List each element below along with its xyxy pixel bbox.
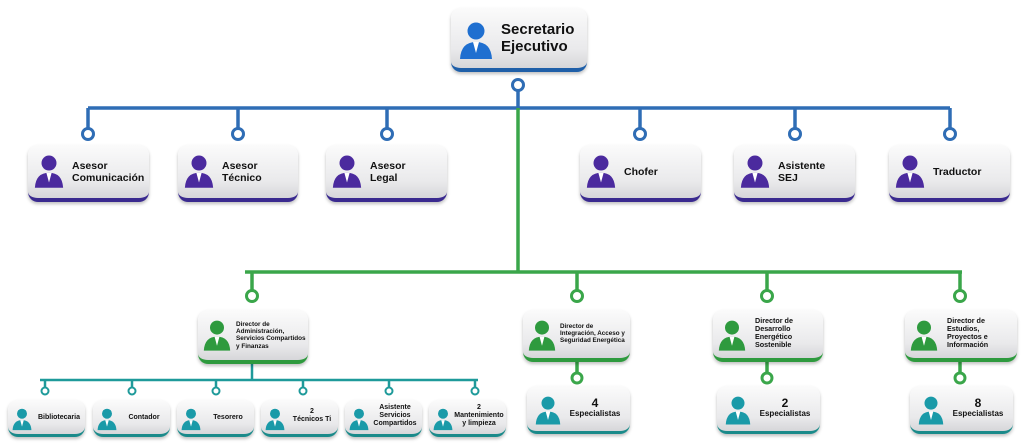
asistente-sej-card[interactable]: Asistente SEJ [734, 145, 855, 202]
advisor-label: Asesor Comunicación [72, 160, 145, 185]
specialists-label: 2 Especialistas [755, 396, 815, 419]
director-label: Director de Administración, Servicios Co… [236, 321, 306, 350]
person-icon [895, 155, 925, 188]
person-icon [184, 155, 214, 188]
director-integracion-card[interactable]: Director de Integración, Acceso y Seguri… [523, 310, 630, 362]
advisor-label: Traductor [933, 166, 982, 179]
teal-connectors [40, 362, 478, 388]
person-icon [535, 396, 561, 425]
specialists-count: 8 [974, 396, 982, 410]
blue-connector-rings [81, 78, 957, 141]
root-title-line1: Secretario [501, 21, 575, 38]
advisor-label-line2: Técnico [222, 171, 262, 184]
staff-label: 2 Técnicos Ti [287, 408, 337, 424]
specialists-label: 8 Especialistas [948, 396, 1008, 419]
person-icon [12, 408, 32, 431]
person-icon [349, 408, 369, 431]
director-estudios-card[interactable]: Director de Estudios, Proyectos e Inform… [905, 310, 1017, 362]
green-connector-rings [245, 289, 967, 385]
person-icon [740, 155, 770, 188]
person-icon [460, 22, 492, 59]
director-administracion-card[interactable]: Director de Administración, Servicios Co… [198, 310, 308, 364]
director-desarrollo-card[interactable]: Director de Desarrollo Energético Sosten… [713, 310, 823, 362]
mantenimiento-card[interactable]: 2 Mantenimiento y limpieza [429, 400, 506, 437]
person-icon [586, 155, 616, 188]
specialists-card[interactable]: 8 Especialistas [910, 386, 1013, 434]
person-icon [265, 408, 285, 431]
advisor-label-line1: Asesor [222, 160, 258, 172]
person-icon [725, 396, 751, 425]
person-icon [918, 396, 944, 425]
specialists-count: 4 [591, 396, 599, 410]
advisor-label-line2: Legal [370, 171, 398, 184]
specialists-count: 2 [781, 396, 789, 410]
staff-label: Tesorero [203, 414, 253, 422]
staff-label-line2: Técnicos Ti [292, 415, 332, 423]
staff-label: Bibliotecaria [34, 414, 84, 422]
advisor-label-line1: Asesor [370, 160, 406, 172]
person-icon [97, 408, 117, 431]
staff-label-line1: 2 [477, 404, 481, 411]
person-icon [332, 155, 362, 188]
traductor-card[interactable]: Traductor [889, 145, 1010, 202]
advisor-label-line1: Traductor [933, 166, 982, 178]
chofer-card[interactable]: Chofer [580, 145, 701, 202]
root-title-line2: Ejecutivo [501, 37, 568, 55]
staff-label: Contador [119, 414, 169, 422]
staff-label-line1: Tesorero [213, 414, 243, 421]
staff-label: Asistente Servicios Compartidos [369, 404, 421, 427]
advisor-label: Asesor Técnico [222, 160, 262, 185]
person-icon [203, 320, 231, 351]
staff-label-line1: 2 [310, 408, 314, 415]
asesor-legal-card[interactable]: Asesor Legal [326, 145, 447, 202]
person-icon [718, 320, 746, 351]
specialists-text: Especialistas [759, 409, 811, 419]
bibliotecaria-card[interactable]: Bibliotecaria [8, 400, 85, 437]
advisor-label: Asesor Legal [370, 160, 406, 185]
advisor-label-line2: SEJ [778, 171, 798, 184]
specialists-label: 4 Especialistas [565, 396, 625, 419]
teal-connector-rings [40, 386, 480, 396]
person-icon [528, 320, 556, 351]
root-title: Secretario Ejecutivo [501, 21, 575, 56]
person-icon [910, 320, 938, 351]
advisor-label: Chofer [624, 166, 658, 179]
specialists-text: Especialistas [952, 409, 1004, 419]
specialists-card[interactable]: 2 Especialistas [717, 386, 820, 434]
asesor-tecnico-card[interactable]: Asesor Técnico [178, 145, 298, 202]
staff-label: 2 Mantenimiento y limpieza [453, 404, 505, 427]
director-label: Director de Desarrollo Energético Sosten… [755, 316, 793, 350]
advisor-label-line1: Asesor [72, 160, 108, 172]
person-icon [433, 408, 453, 431]
staff-label-line1: Contador [128, 414, 160, 421]
advisor-label-line1: Asistente [778, 160, 826, 172]
staff-label-line2: Servicios Compartidos [373, 411, 417, 427]
advisor-label-line2: Comunicación [72, 171, 145, 184]
advisor-label: Asistente SEJ [778, 160, 826, 185]
secretario-ejecutivo-card[interactable]: Secretario Ejecutivo [451, 8, 587, 72]
staff-label-line1: Bibliotecaria [37, 414, 80, 421]
contador-card[interactable]: Contador [93, 400, 170, 437]
specialists-card[interactable]: 4 Especialistas [527, 386, 630, 434]
advisor-label-line1: Chofer [624, 166, 658, 178]
tecnicos-ti-card[interactable]: 2 Técnicos Ti [261, 400, 338, 437]
specialists-text: Especialistas [569, 409, 621, 419]
asesor-comunicacion-card[interactable]: Asesor Comunicación [28, 145, 149, 202]
staff-label-line2: Mantenimiento y limpieza [454, 411, 504, 427]
staff-label-line1: Asistente [379, 404, 411, 411]
person-icon [34, 155, 64, 188]
director-label: Director de Estudios, Proyectos e Inform… [947, 316, 989, 350]
director-label: Director de Integración, Acceso y Seguri… [560, 323, 625, 345]
tesorero-card[interactable]: Tesorero [177, 400, 254, 437]
asistente-servicios-card[interactable]: Asistente Servicios Compartidos [345, 400, 422, 437]
person-icon [181, 408, 201, 431]
